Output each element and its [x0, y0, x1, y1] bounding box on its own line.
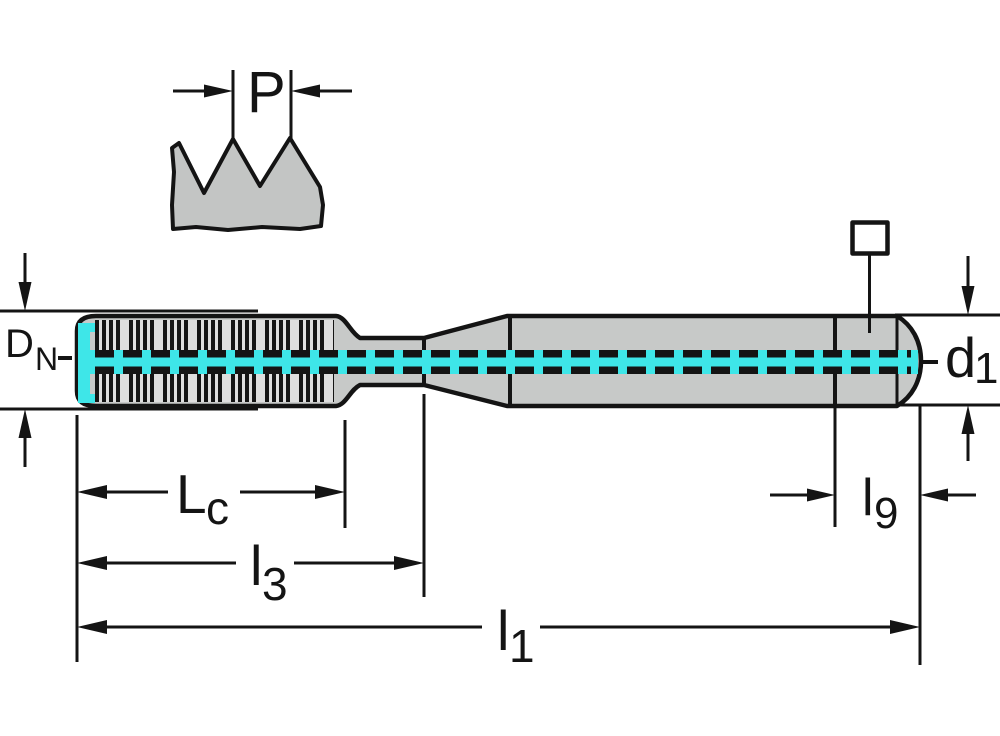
pitch-dimension-arrows — [173, 84, 352, 98]
arrowhead-left-icon — [77, 485, 107, 499]
centerline-dashes-top — [95, 350, 911, 358]
chamfer-highlight-bottom — [78, 394, 95, 403]
l1-label-main: l — [497, 599, 509, 662]
arrowhead-up-icon — [961, 405, 975, 434]
dn-label-sub: N — [35, 341, 58, 377]
arrowhead-right-icon — [807, 488, 835, 502]
length-extension-lines — [75, 394, 922, 665]
diameter-extension-lines — [0, 309, 1000, 411]
arrowhead-right-icon — [394, 556, 424, 570]
chamfer-highlight-top — [78, 323, 95, 332]
lc-dimension: L c — [77, 463, 345, 534]
arrowhead-left-icon — [77, 620, 107, 634]
arrowhead-left-icon — [920, 488, 948, 502]
centerline-dashes-bottom — [95, 366, 911, 374]
arrowhead-up-icon — [18, 409, 32, 438]
chamfer-highlight-stem — [78, 323, 90, 403]
l3-label-sub: 3 — [262, 558, 288, 610]
arrowhead-right-icon — [315, 485, 345, 499]
cyan-highlights — [78, 323, 918, 403]
arrowhead-right-icon — [204, 84, 233, 98]
thread-profile-shape — [170, 136, 325, 232]
tap-body — [74, 313, 924, 409]
dn-label-main: D — [5, 322, 34, 366]
d1-dimension: d 1 — [919, 256, 998, 461]
d1-label-main: d — [945, 326, 976, 389]
thread-hatch-bottom — [95, 371, 334, 402]
l9-label-main: l — [862, 469, 874, 527]
pitch-label: P — [247, 60, 286, 125]
thread-hatch-top — [95, 320, 334, 351]
l3-label-main: l — [250, 534, 262, 597]
l1-label-sub: 1 — [509, 620, 535, 672]
l3-dimension: l 3 — [77, 534, 424, 610]
arrowhead-down-icon — [961, 286, 975, 315]
arrowhead-down-icon — [18, 282, 32, 311]
lc-label-sub: c — [206, 482, 229, 534]
square-drive-callout — [850, 220, 890, 333]
l1-dimension: l 1 — [77, 599, 920, 672]
arrowhead-right-icon — [890, 620, 920, 634]
dn-dimension: D N — [5, 253, 72, 467]
square-drive-icon — [850, 220, 890, 256]
arrowhead-left-icon — [77, 556, 107, 570]
lc-label-main: L — [176, 463, 207, 525]
l9-dimension: l 9 — [770, 469, 976, 538]
thread-profile-detail: P — [170, 60, 352, 232]
l9-label-sub: 9 — [874, 489, 898, 538]
d1-label-sub: 1 — [974, 344, 998, 393]
arrowhead-left-icon — [291, 84, 320, 98]
